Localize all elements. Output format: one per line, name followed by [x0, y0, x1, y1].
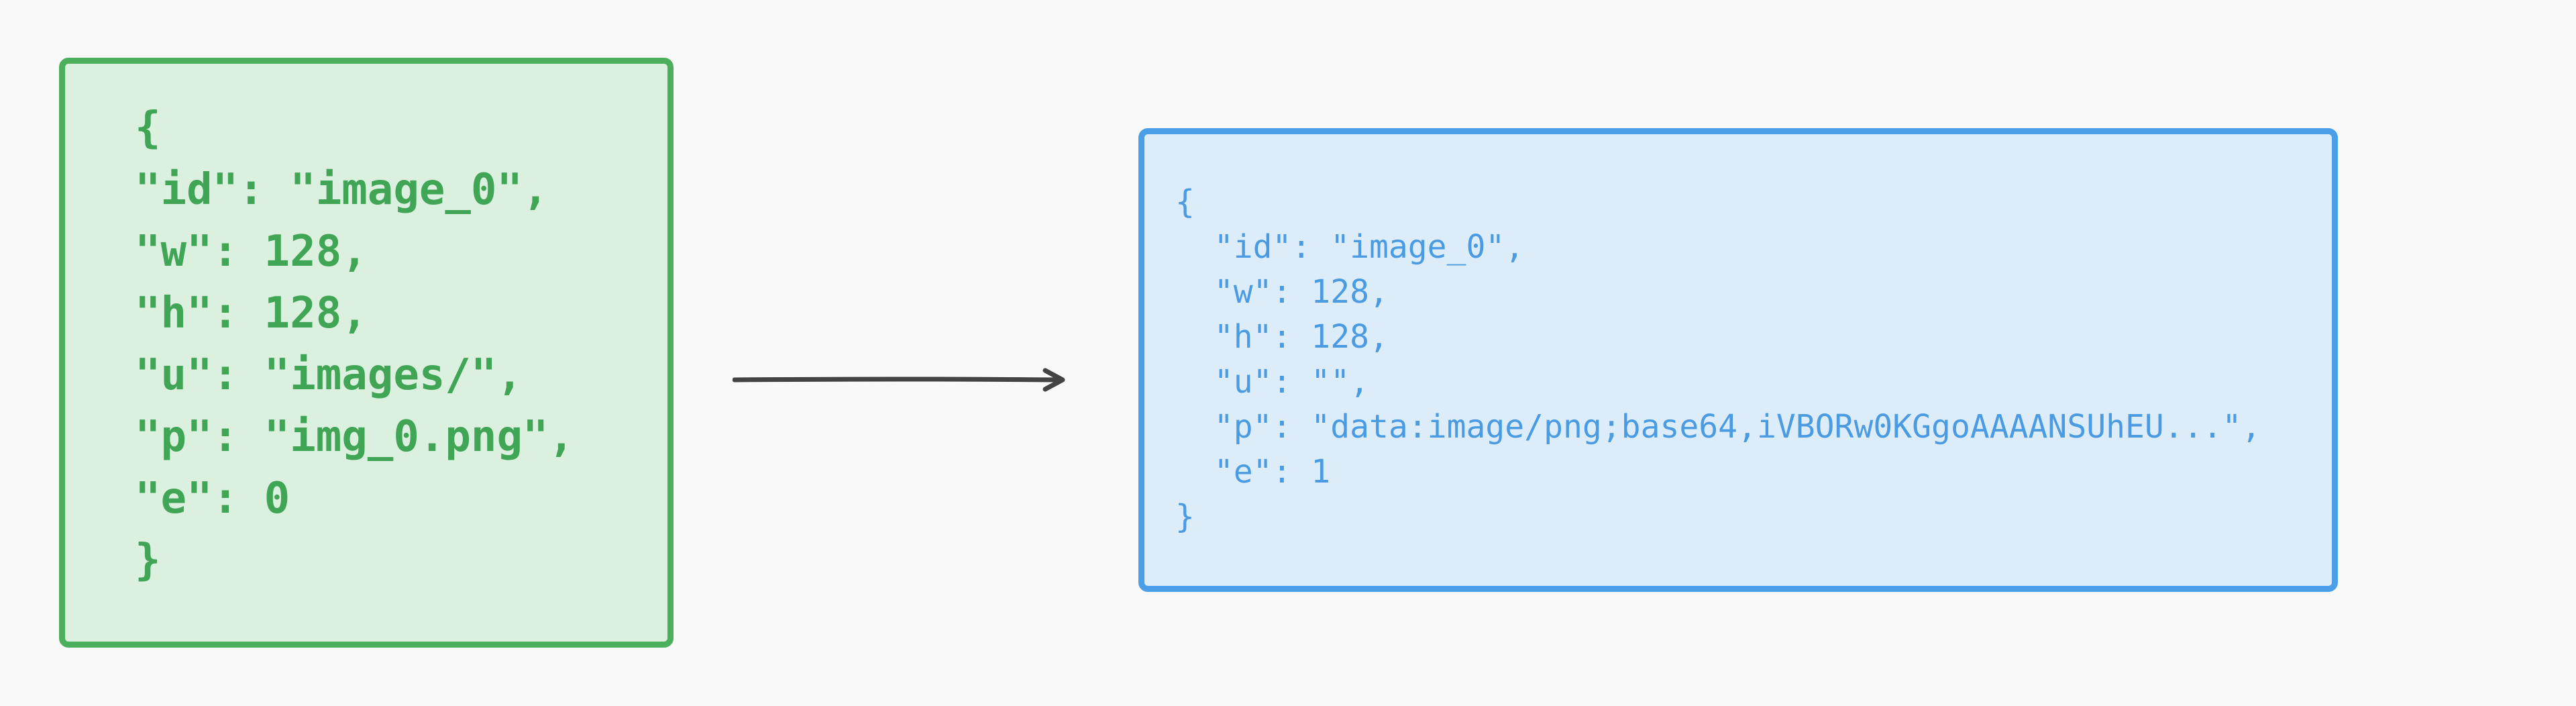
code-line: "e": 1 — [1175, 453, 1331, 491]
result-json-box: { "id": "image_0", "w": 128, "h": 128, "… — [1138, 128, 2338, 592]
code-line: } — [135, 536, 161, 585]
code-line: "id": "image_0", — [135, 165, 549, 215]
code-line: "p": "img_0.png", — [135, 412, 575, 462]
source-json-box: { "id": "image_0", "w": 128, "h": 128, "… — [59, 58, 674, 648]
code-line: "id": "image_0", — [1175, 228, 1525, 266]
code-line: "p": "data:image/png;base64,iVBORw0KGgoA… — [1175, 408, 2261, 446]
result-json-code: { "id": "image_0", "w": 128, "h": 128, "… — [1175, 180, 2261, 540]
code-line: "h": 128, — [1175, 318, 1389, 356]
code-line: } — [1175, 498, 1195, 536]
code-line: { — [135, 103, 161, 153]
code-line: "w": 128, — [1175, 273, 1389, 311]
code-line: "u": "", — [1175, 363, 1369, 401]
code-line: "e": 0 — [135, 474, 290, 523]
arrow-right-icon — [733, 368, 1065, 392]
code-line: { — [1175, 183, 1195, 221]
code-line: "h": 128, — [135, 289, 368, 338]
source-json-code: { "id": "image_0", "w": 128, "h": 128, "… — [135, 97, 574, 591]
code-line: "w": 128, — [135, 227, 368, 276]
code-line: "u": "images/", — [135, 350, 523, 400]
